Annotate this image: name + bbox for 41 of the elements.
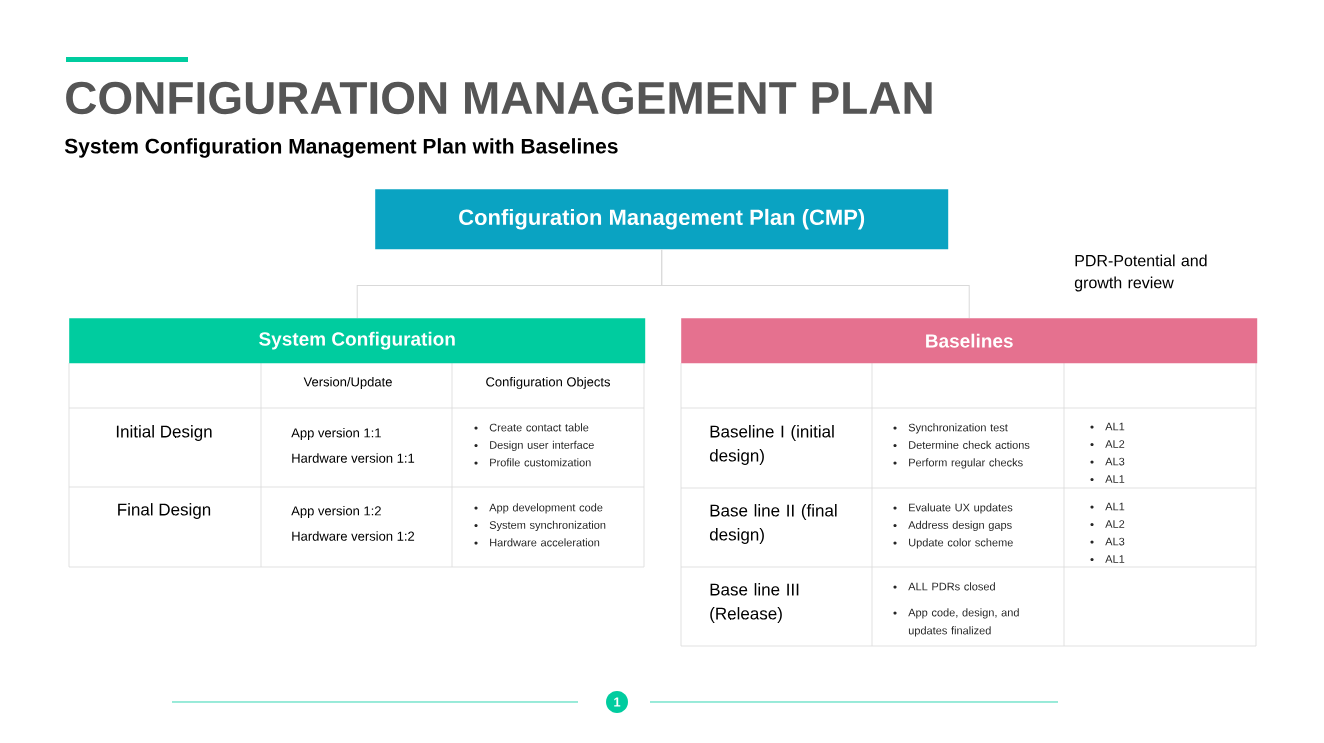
bullet-item: ALL PDRs closed [893,582,995,591]
bullet-item: App development code [474,503,603,514]
row-label: Initial Design [116,425,212,441]
version-text: App version 1:1 [291,427,381,441]
bullet-item: AL2 [1090,520,1125,528]
bullet-item: AL1 [1090,555,1125,563]
bullet-item: AL3 [1090,537,1125,546]
bullet-item: App code, design, and updates finalized [893,608,1019,637]
bullet-item: System synchronization [474,520,606,532]
table-header-bar: Baselines [681,318,1258,364]
row-label: Baseline I (initial design) [709,425,834,465]
version-text: Hardware version 1:2 [292,531,415,541]
connector-line [661,248,970,319]
bullet-item: AL2 [1090,440,1125,448]
bullet-item: AL1 [1090,422,1125,431]
page-number: 1 [606,691,628,713]
version-text: App version 1:2 [291,505,381,519]
bullet-item: Evaluate UX updates [893,503,1013,514]
row-label: Base line II (final design) [709,504,837,544]
column-header: Configuration Objects [486,376,610,390]
bullet-item: AL3 [1090,457,1125,466]
bullet-item: Address design gaps [893,520,1012,532]
bullet-item: Design user interface [474,440,594,452]
plan-box: Configuration Management Plan (CMP) [375,189,949,250]
bullet-item: Profile customization [474,458,591,467]
title: CONFIGURATION MANAGEMENT PLAN [66,81,932,115]
row-label: Base line III (Release) [710,583,799,623]
note: PDR-Potential and growth review [1074,254,1207,292]
row-label: Final Design [118,503,211,519]
bullet-item: Perform regular checks [893,458,1023,469]
version-text: Hardware version 1:1 [292,453,415,463]
bullet-item: Synchronization test [893,423,1008,434]
column-header: Version/Update [303,376,392,390]
bullet-item: AL1 [1090,475,1125,483]
subtitle: System Configuration Management Plan with Baselines [64,138,618,158]
bullet-item: Create contact table [474,423,589,432]
bullet-item: Determine check actions [893,440,1030,449]
bullet-item: Hardware acceleration [474,538,600,547]
bullet-item: AL1 [1090,502,1125,511]
bullet-item: Update color scheme [893,538,1013,549]
table-header-bar: System Configuration [69,318,646,364]
